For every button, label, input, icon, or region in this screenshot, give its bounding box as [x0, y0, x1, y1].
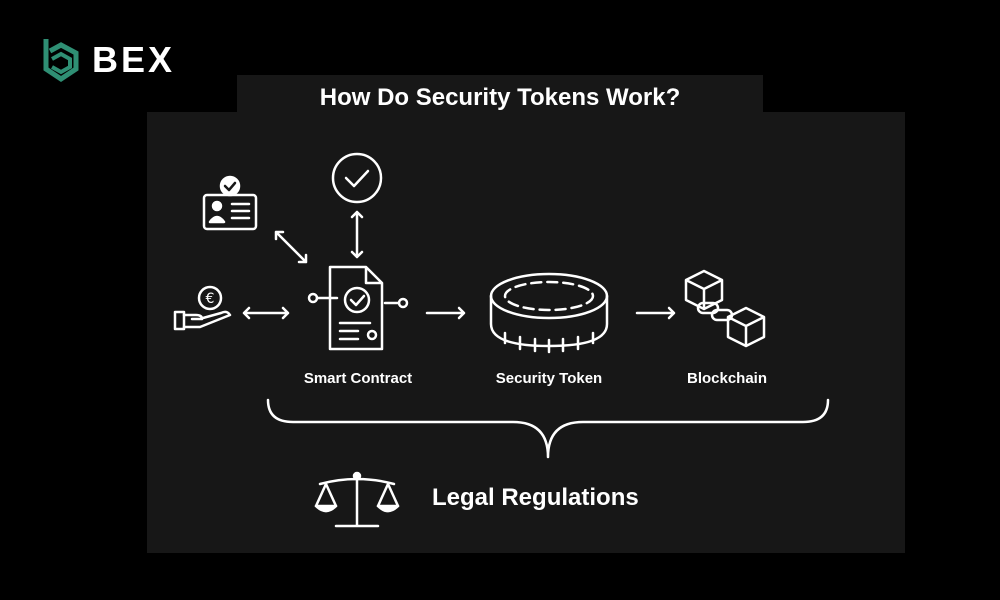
title-tab	[237, 75, 763, 115]
svg-text:€: €	[206, 291, 215, 307]
diagram-title: How Do Security Tokens Work?	[319, 84, 681, 111]
arrows	[242, 210, 676, 320]
bex-logo-icon	[43, 39, 79, 83]
id-card-icon	[202, 175, 258, 231]
curly-brace	[266, 398, 830, 459]
brand-name: BEX	[92, 39, 176, 80]
scales-of-justice-icon	[314, 471, 400, 528]
coin-icon	[489, 272, 609, 354]
verified-check-icon	[331, 152, 383, 204]
brand-logo: BEX	[42, 37, 175, 83]
label-blockchain: Blockchain	[686, 370, 768, 387]
label-smart-contract: Smart Contract	[303, 370, 413, 387]
label-security-token: Security Token	[495, 370, 603, 387]
label-legal-regulations: Legal Regulations	[432, 484, 639, 511]
diagram-panel	[147, 112, 905, 553]
euro-payment-icon: €	[173, 285, 232, 331]
smart-contract-icon	[307, 265, 409, 351]
blockchain-icon	[684, 269, 766, 348]
